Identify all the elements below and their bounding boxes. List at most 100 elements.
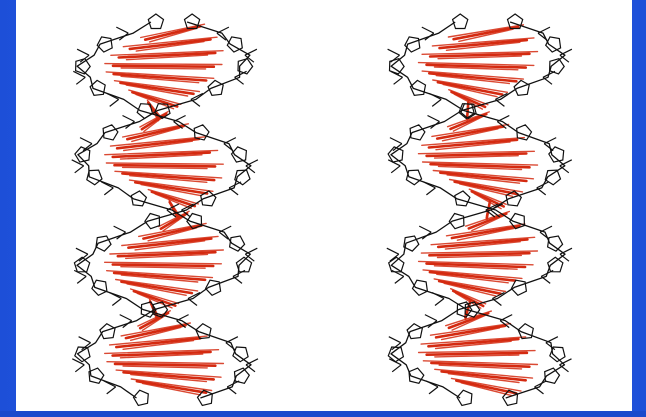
base-pair-rung [105, 71, 215, 80]
base-pair-rung [429, 361, 531, 369]
base-pair-rung [120, 67, 207, 70]
phosphate-branch [393, 76, 403, 85]
base-pair-rung [421, 50, 539, 55]
sugar-ring [501, 389, 519, 407]
phosphate-branch [232, 269, 246, 277]
phosphate-branch [499, 314, 513, 322]
base-pair-rung [431, 123, 510, 138]
phosphate-branch [426, 187, 436, 196]
base-pair-rung [438, 38, 529, 50]
phosphate-branch [245, 247, 258, 255]
phosphate-branch [187, 291, 201, 300]
base-pair-rung [128, 89, 182, 106]
base-pair-rung [438, 364, 523, 370]
base-pair-rung [131, 91, 179, 108]
sugar-ring [546, 235, 564, 252]
phosphate-branch [111, 298, 122, 306]
base-pair-rung [126, 283, 187, 296]
base-pair-rung [428, 270, 517, 282]
phosphate-branch [430, 121, 440, 129]
base-pair-rung [120, 274, 199, 283]
base-pair-rung [429, 162, 531, 169]
base-pair-rung [445, 41, 521, 51]
base-pair-rung [435, 141, 511, 151]
base-pair-rung [150, 190, 197, 208]
sugar-ring [509, 212, 526, 230]
base-pair-rung [470, 190, 506, 208]
base-pair-rung [140, 112, 168, 131]
phosphate-branch [431, 98, 442, 107]
base-pair-rung [434, 340, 512, 350]
sugar-ring [73, 256, 91, 273]
sugar-ring [204, 279, 222, 297]
phosphate-branch [428, 386, 439, 395]
base-pair-rung [132, 289, 177, 308]
backbone-chain [76, 21, 251, 399]
phosphate-branch [76, 275, 87, 284]
base-pair-rung [121, 172, 216, 182]
base-pair-rung [428, 251, 531, 257]
sugar-ring [544, 169, 562, 186]
sugar-ring [233, 367, 251, 384]
phosphate-branch [387, 48, 400, 56]
phosphate-branch [225, 336, 239, 344]
phosphate-branch [428, 92, 442, 100]
sugar-ring [235, 256, 253, 273]
base-pair-rung [425, 262, 527, 269]
sugar-ring [102, 124, 119, 141]
sugar-ring [513, 79, 530, 96]
sugar-ring [548, 146, 565, 163]
base-pair-rung [128, 179, 214, 193]
phosphate-branch [542, 76, 553, 85]
base-pair-rung [433, 265, 518, 270]
base-pair-rung [115, 369, 222, 378]
base-pair-rung [450, 224, 521, 240]
phosphate-branch [421, 231, 432, 240]
base-pair-rung [436, 254, 522, 259]
sugar-ring [464, 301, 481, 318]
phosphate-branch [545, 342, 556, 351]
base-pair-rung [111, 151, 212, 159]
frame-bottom-edge [0, 411, 646, 417]
phosphate-branch [244, 48, 258, 56]
phosphate-branch [190, 92, 204, 100]
sugar-ring [409, 79, 427, 96]
sugar-ring [404, 36, 421, 53]
base-pair-rung [127, 237, 213, 249]
base-pair-rung [422, 360, 539, 366]
base-pair-rung [467, 212, 508, 230]
base-pair-rung [458, 28, 514, 43]
phosphate-branch [173, 121, 183, 129]
base-pair-rung [115, 336, 202, 349]
base-pair-rung [443, 282, 497, 297]
base-pair-rung [108, 335, 208, 346]
base-pair-rung [147, 227, 198, 242]
base-pair-rung [433, 278, 507, 293]
left-strand-b [73, 13, 259, 407]
base-pair-rung [445, 310, 492, 327]
base-pair-rung [434, 324, 507, 339]
phosphate-branch [75, 76, 86, 85]
dna-helix-right-view [386, 13, 573, 407]
phosphate-branch [118, 32, 129, 41]
phosphate-branch [74, 364, 85, 373]
phosphate-branch [492, 291, 505, 300]
base-pair-rung [440, 370, 528, 382]
dna-helix-left-view [71, 13, 259, 407]
base-pair-rung [433, 154, 519, 159]
base-pair-rung [154, 193, 193, 210]
phosphate-branch [245, 165, 256, 174]
sugar-ring [411, 279, 429, 297]
base-pair-rung [421, 161, 539, 166]
phosphate-branch [78, 336, 91, 344]
base-pair-rung [453, 180, 519, 196]
base-pair-rung [447, 24, 525, 38]
phosphate-branch [496, 121, 507, 129]
base-pair-rung [427, 138, 519, 149]
stereo-dna-figure [71, 13, 573, 407]
base-pair-rung [124, 253, 209, 260]
base-pair-rung [121, 166, 208, 170]
base-pair-rung [420, 336, 527, 345]
base-pair-rung [437, 279, 502, 296]
phosphate-branch [244, 54, 255, 63]
